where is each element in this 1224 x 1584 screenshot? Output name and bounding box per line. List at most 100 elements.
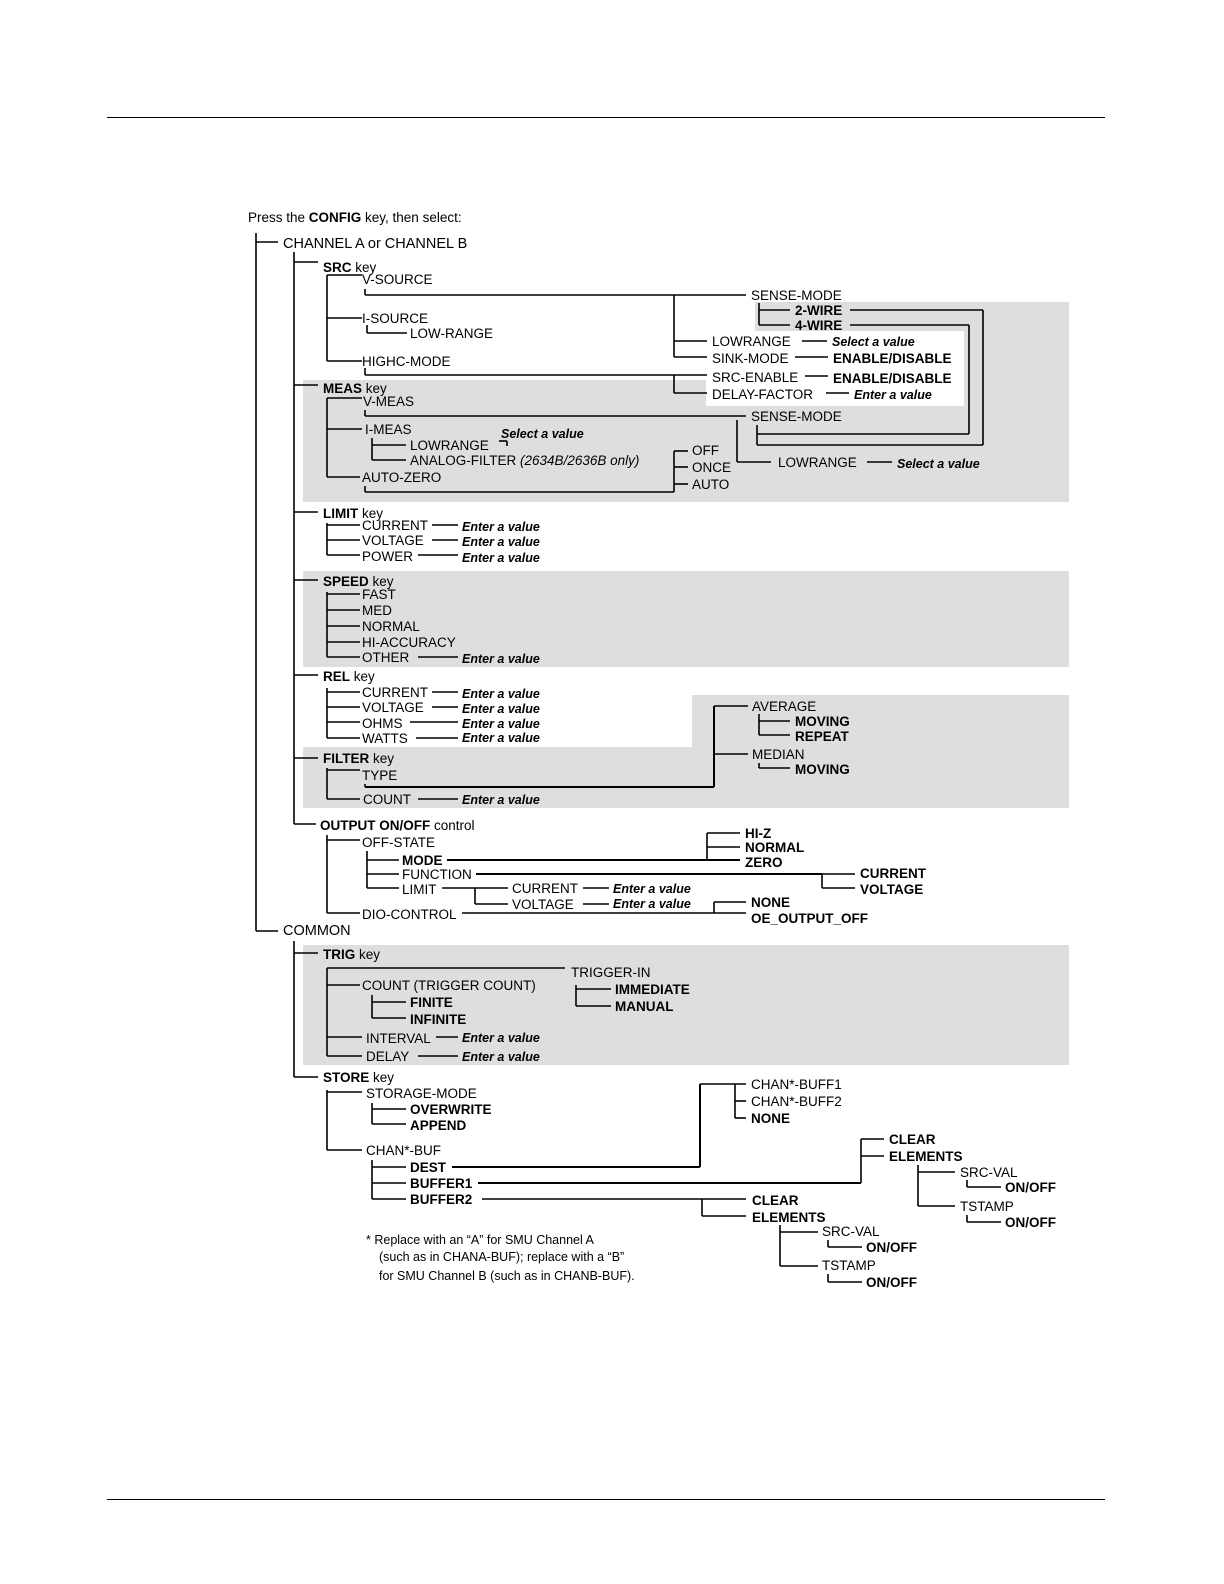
auto-zero-once: ONCE: [692, 460, 731, 475]
limit-power-enter: Enter a value: [462, 551, 540, 565]
bottom-rule: [107, 1499, 1105, 1500]
filter-average: AVERAGE: [752, 699, 816, 714]
footnote-line-2: (such as in CHANA-BUF); replace with a “…: [379, 1250, 624, 1264]
mode-hi-z: HI-Z: [745, 826, 771, 841]
src-enable: SRC-ENABLE: [712, 370, 798, 385]
connector-lines: [255, 233, 1001, 1283]
buffer1-clear: CLEAR: [889, 1132, 936, 1147]
storage-append: APPEND: [410, 1118, 467, 1133]
rel-ohms-enter: Enter a value: [462, 717, 540, 731]
meas-lowrange-2: LOWRANGE: [778, 455, 857, 470]
shade-meas: [303, 380, 755, 502]
trigger-manual: MANUAL: [615, 999, 674, 1014]
rel-watts-enter: Enter a value: [462, 731, 540, 745]
meas-lowrange: LOWRANGE: [410, 438, 489, 453]
top-rule: [107, 117, 1105, 118]
trig-delay-enter: Enter a value: [462, 1050, 540, 1064]
off-state: OFF-STATE: [362, 835, 435, 850]
buffer2-tstamp-onoff: ON/OFF: [866, 1275, 917, 1290]
sink-mode: SINK-MODE: [712, 351, 789, 366]
v-source: V-SOURCE: [362, 272, 433, 287]
buffer1-src-val: SRC-VAL: [960, 1165, 1018, 1180]
limit-voltage-enter: Enter a value: [462, 535, 540, 549]
limit-current-opt: CURRENT: [512, 881, 578, 896]
dio-oe-output-off: OE_OUTPUT_OFF: [751, 911, 868, 926]
limit-voltage-opt: VOLTAGE: [512, 897, 574, 912]
function-voltage: VOLTAGE: [860, 882, 923, 897]
shade-filter: [303, 747, 1069, 808]
shade-speed: [303, 571, 1069, 667]
chan-buf-buffer2: BUFFER2: [410, 1192, 472, 1207]
v-meas: V-MEAS: [363, 394, 414, 409]
storage-overwrite: OVERWRITE: [410, 1102, 492, 1117]
limit-current: CURRENT: [362, 518, 428, 533]
trig-interval: INTERVAL: [366, 1031, 431, 1046]
speed-fast: FAST: [362, 587, 396, 602]
off-state-mode: MODE: [402, 853, 443, 868]
rel-voltage-enter: Enter a value: [462, 702, 540, 716]
highc-mode: HIGHC-MODE: [362, 354, 451, 369]
shade-trig: [303, 945, 1069, 1065]
i-meas: I-MEAS: [365, 422, 412, 437]
trig-finite: FINITE: [410, 995, 453, 1010]
shade-filter-right: [692, 695, 1069, 755]
src-lowrange: LOWRANGE: [712, 334, 791, 349]
function-current: CURRENT: [860, 866, 927, 881]
filter-count: COUNT: [363, 792, 411, 807]
footnote-line-1: * Replace with an “A” for SMU Channel A: [366, 1233, 595, 1247]
src-lowrange-select: Select a value: [832, 335, 915, 349]
storage-mode: STORAGE-MODE: [366, 1086, 477, 1101]
meas-lowrange-2-select: Select a value: [897, 457, 980, 471]
src-enable-enable: ENABLE/DISABLE: [833, 371, 952, 386]
speed-hi-accuracy: HI-ACCURACY: [362, 635, 456, 650]
rel-key-label: REL key: [323, 669, 375, 684]
sense-mode-meas: SENSE-MODE: [751, 409, 842, 424]
rel-voltage: VOLTAGE: [362, 700, 424, 715]
filter-moving: MOVING: [795, 714, 850, 729]
off-state-function: FUNCTION: [402, 867, 472, 882]
buffer1-tstamp: TSTAMP: [960, 1199, 1014, 1214]
channel-label: CHANNEL A or CHANNEL B: [283, 236, 467, 252]
auto-zero-auto: AUTO: [692, 477, 729, 492]
meas-lowrange-select: Select a value: [501, 427, 584, 441]
filter-count-enter: Enter a value: [462, 793, 540, 807]
intro-text: Press the CONFIG key, then select:: [248, 210, 462, 225]
buffer2-src-val: SRC-VAL: [822, 1224, 880, 1239]
auto-zero-off: OFF: [692, 443, 719, 458]
analog-filter: ANALOG-FILTER (2634B/2636B only): [410, 453, 639, 468]
meas-key-label: MEAS key: [323, 381, 387, 396]
delay-factor: DELAY-FACTOR: [712, 387, 813, 402]
sink-mode-enable: ENABLE/DISABLE: [833, 351, 952, 366]
trig-interval-enter: Enter a value: [462, 1031, 540, 1045]
dio-none: NONE: [751, 895, 790, 910]
speed-normal: NORMAL: [362, 619, 420, 634]
buffer2-elements: ELEMENTS: [752, 1210, 826, 1225]
common-label: COMMON: [283, 923, 351, 939]
trigger-immediate: IMMEDIATE: [615, 982, 690, 997]
filter-key-label: FILTER key: [323, 751, 394, 766]
filter-median: MEDIAN: [752, 747, 805, 762]
two-wire: 2-WIRE: [795, 303, 842, 318]
rel-watts: WATTS: [362, 731, 408, 746]
dest-none: NONE: [751, 1111, 790, 1126]
buffer2-clear: CLEAR: [752, 1193, 799, 1208]
rel-current-enter: Enter a value: [462, 687, 540, 701]
buffer1-src-val-onoff: ON/OFF: [1005, 1180, 1056, 1195]
output-control-label: OUTPUT ON/OFF control: [320, 818, 475, 833]
trig-key-label: TRIG key: [323, 947, 380, 962]
delay-factor-enter: Enter a value: [854, 388, 932, 402]
dest-chan-buff2: CHAN*-BUFF2: [751, 1094, 842, 1109]
auto-zero: AUTO-ZERO: [362, 470, 441, 485]
trigger-in: TRIGGER-IN: [571, 965, 651, 980]
speed-other-enter: Enter a value: [462, 652, 540, 666]
speed-key-label: SPEED key: [323, 574, 394, 589]
buffer1-elements: ELEMENTS: [889, 1149, 963, 1164]
speed-other: OTHER: [362, 650, 410, 665]
buffer2-tstamp: TSTAMP: [822, 1258, 876, 1273]
filter-repeat: REPEAT: [795, 729, 850, 744]
trig-infinite: INFINITE: [410, 1012, 466, 1027]
chan-buf-buffer1: BUFFER1: [410, 1176, 473, 1191]
rel-current: CURRENT: [362, 685, 428, 700]
limit-current-enter: Enter a value: [462, 520, 540, 534]
